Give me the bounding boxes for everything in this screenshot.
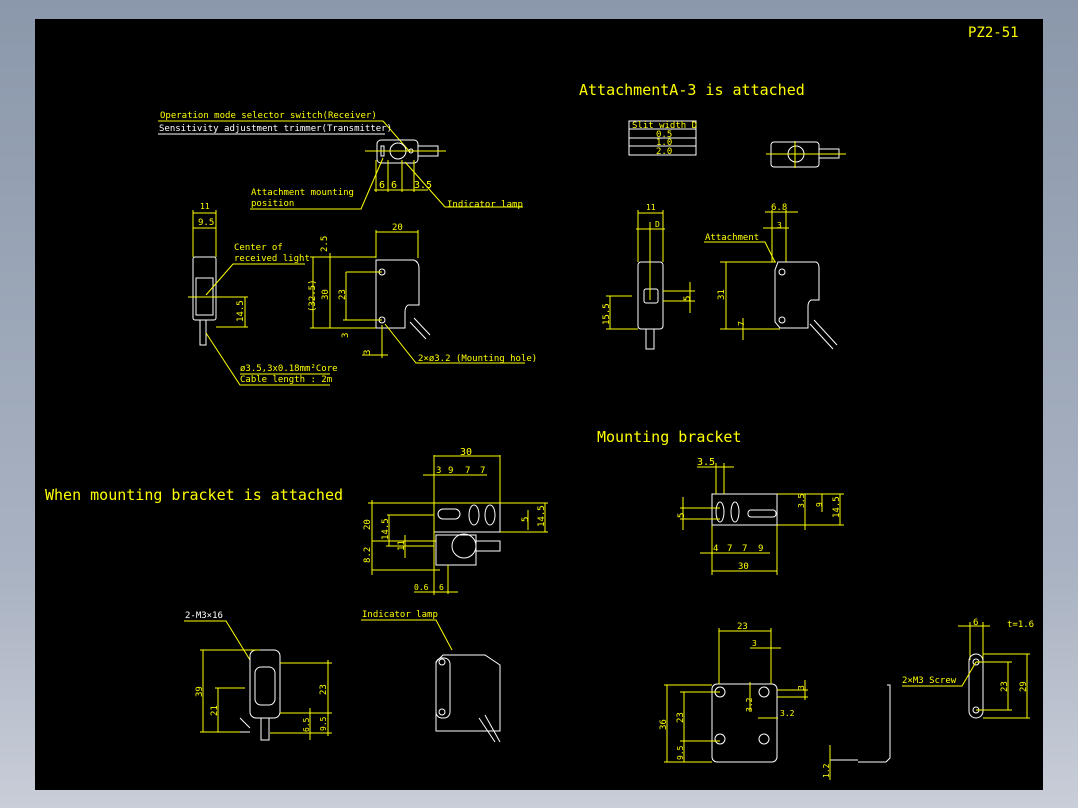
- dim: 11: [646, 203, 656, 212]
- dim: 15.5: [602, 303, 612, 325]
- heading-attachment: AttachmentA-3 is attached: [579, 81, 805, 99]
- dim: 9: [448, 466, 453, 476]
- label-indicator-lamp: Indicator lamp: [447, 200, 523, 210]
- slit-width-table: Slit width D 0.5 1.0 2.0: [628, 120, 697, 157]
- dim: 29: [1019, 681, 1029, 692]
- dim: 3: [752, 639, 757, 648]
- dim: 9: [815, 502, 824, 507]
- dim: 23: [338, 289, 348, 300]
- label-m3-screw: 2×M3 Screw: [902, 676, 957, 686]
- label-thickness: t=1.6: [1007, 620, 1034, 630]
- dim: 5: [521, 517, 531, 522]
- dim: 14.5: [381, 518, 391, 540]
- dim: 14.5: [537, 505, 547, 527]
- dim: 20: [363, 519, 373, 530]
- label-trimmer: Sensitivity adjustment trimmer(Transmitt…: [159, 124, 392, 134]
- label-cable: ø3.5,3x0.18mm²Core: [240, 364, 338, 374]
- dim: (32.5): [308, 279, 318, 312]
- dim: 2.5: [320, 236, 330, 252]
- view-attachment: Slit width D 0.5 1.0 2.0 11 D 15.5 5 6.8…: [602, 120, 846, 350]
- dim: 5: [683, 296, 693, 301]
- dim: 30: [738, 562, 749, 572]
- dim: 6.5: [302, 717, 311, 732]
- label-cable-length: Cable length : 2m: [240, 375, 332, 385]
- view-bracket-mounted: 2-M3×16 39 21 23 6.5 9.5 Indicator lamp: [184, 610, 501, 743]
- dim: 7: [742, 544, 747, 554]
- dim: 7: [465, 466, 470, 476]
- dim: 3.5: [697, 457, 715, 468]
- dim: 6.8: [771, 203, 787, 213]
- label-indicator-lamp-2: Indicator lamp: [362, 610, 438, 620]
- view-bracket-attached: 30 3 9 7 7 20 14.5 8.2 11 5 14.5 0.6 6: [363, 447, 548, 595]
- dim: 3.5: [797, 493, 806, 508]
- dim: 7: [727, 544, 732, 554]
- table-cell: 0.5: [656, 130, 672, 140]
- label-selector: Operation mode selector switch(Receiver): [160, 111, 377, 121]
- heading-mounting-bracket: Mounting bracket: [597, 428, 742, 446]
- dim: 11: [397, 540, 407, 551]
- label-center: Center of: [234, 243, 283, 253]
- dim: 20: [392, 223, 403, 233]
- dim: 3: [777, 221, 782, 230]
- dim: 23: [676, 712, 686, 723]
- table-cell: 2.0: [656, 147, 672, 157]
- label-screw: 2-M3×16: [185, 611, 223, 621]
- label-mounting-hole: 2×ø3.2 (Mounting hole): [418, 354, 537, 364]
- dim: 3: [797, 685, 806, 690]
- dim: 6: [973, 618, 978, 628]
- dim: 14.5: [832, 496, 842, 518]
- dim: 0.6: [414, 583, 429, 592]
- dim: 5: [677, 513, 687, 518]
- label-attachment: Attachment: [705, 233, 759, 243]
- heading-bracket-attached: When mounting bracket is attached: [45, 486, 343, 504]
- dim: 23: [1000, 681, 1010, 692]
- dim: 21: [210, 705, 220, 716]
- dim: 31: [717, 289, 727, 300]
- label-center-2: received light: [234, 254, 310, 264]
- view-mounting-bracket: 3.5 5 3.5 9 14.5 4 7 7 9 30: [677, 457, 844, 575]
- dim: 11: [200, 202, 210, 211]
- dim: 3: [341, 333, 351, 338]
- view-sensor-dimensions: Operation mode selector switch(Receiver)…: [158, 111, 537, 386]
- dim: 3: [436, 466, 441, 476]
- dim: 4: [713, 544, 718, 554]
- dim: 23: [737, 622, 748, 632]
- dim: 6: [439, 583, 444, 592]
- dim: 1.2: [822, 763, 831, 778]
- dim: 3.2: [745, 697, 754, 712]
- dim: 6: [379, 180, 385, 191]
- dim: 3.5: [414, 180, 432, 191]
- dim: 30: [321, 289, 331, 300]
- label-attachment-position: Attachment mounting: [251, 188, 354, 198]
- dim: 6: [391, 180, 397, 191]
- dim: 39: [195, 686, 205, 697]
- dim: 9.5: [676, 745, 685, 760]
- drawing-area: [35, 19, 1043, 790]
- dim: 9.5: [198, 218, 214, 228]
- dim: 9: [758, 544, 763, 554]
- dim: 30: [460, 447, 472, 458]
- table-header: Slit width D: [632, 121, 697, 131]
- dim: 36: [659, 719, 669, 730]
- label-attachment-position-2: position: [251, 199, 294, 209]
- dim: D: [655, 220, 660, 229]
- dim: 3: [363, 350, 373, 355]
- dim: 7: [737, 321, 746, 326]
- dim: 7: [480, 466, 485, 476]
- dim: 14.5: [236, 300, 246, 322]
- dim: 9.5: [319, 716, 328, 731]
- dim: 3.2: [780, 709, 795, 718]
- drawing-title: PZ2-51: [968, 25, 1019, 41]
- dim: 23: [319, 684, 329, 695]
- dim: 8.2: [363, 547, 373, 563]
- view-bracket-details: 23 3 3 3.2 3.2 36 23 9.5 1.2 6 t=1.6 2×M…: [659, 618, 1034, 780]
- table-cell: 1.0: [656, 138, 672, 148]
